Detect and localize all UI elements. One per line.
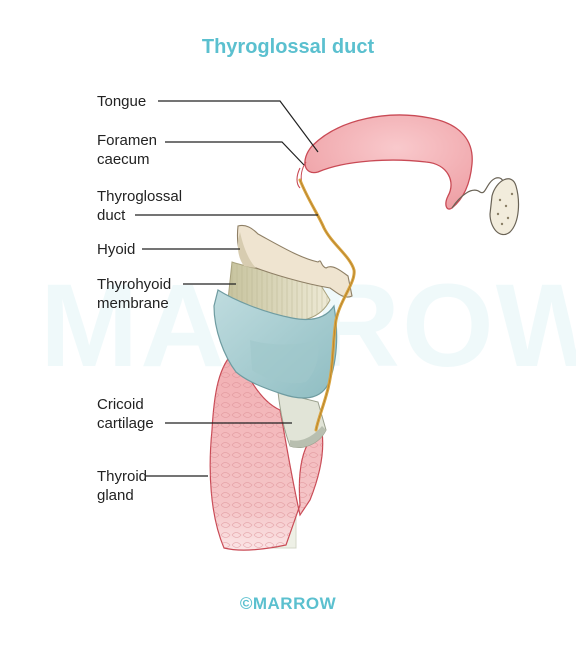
label-cricoid-cartilage-line2: cartilage: [97, 415, 154, 432]
tongue: [296, 114, 473, 210]
label-thyroglossal-duct-line2: duct: [97, 207, 126, 224]
cricoid-cartilage: [277, 391, 327, 448]
label-thyrohyoid-membrane-line2: membrane: [97, 295, 169, 312]
copyright-logo: ©MARROW: [239, 594, 337, 613]
label-thyroglossal-duct-line1: Thyroglossal: [97, 188, 183, 205]
thyroid-gland: [209, 349, 324, 551]
hyoid-bone: [236, 224, 353, 298]
bone-fragment: [489, 178, 520, 236]
label-thyrohyoid-membrane-line1: Thyrohyoid: [97, 276, 172, 293]
label-foramen-caecum-line1: Foramen: [97, 132, 158, 149]
thyroid-cartilage: [213, 289, 338, 399]
label-thyroid-gland-line2: gland: [97, 487, 134, 504]
label-hyoid: Hyoid: [97, 241, 136, 258]
label-tongue: Tongue: [97, 93, 147, 110]
label-thyroid-gland-line1: Thyroid: [97, 468, 148, 485]
leader-tongue: [158, 100, 319, 153]
label-foramen-caecum-line2: caecum: [97, 151, 150, 168]
label-cricoid-cartilage-line1: Cricoid: [97, 396, 144, 413]
leader-lines: [135, 100, 319, 477]
leader-foramen-caecum: [165, 141, 305, 166]
diagram-title: Thyroglossal duct: [201, 36, 375, 58]
